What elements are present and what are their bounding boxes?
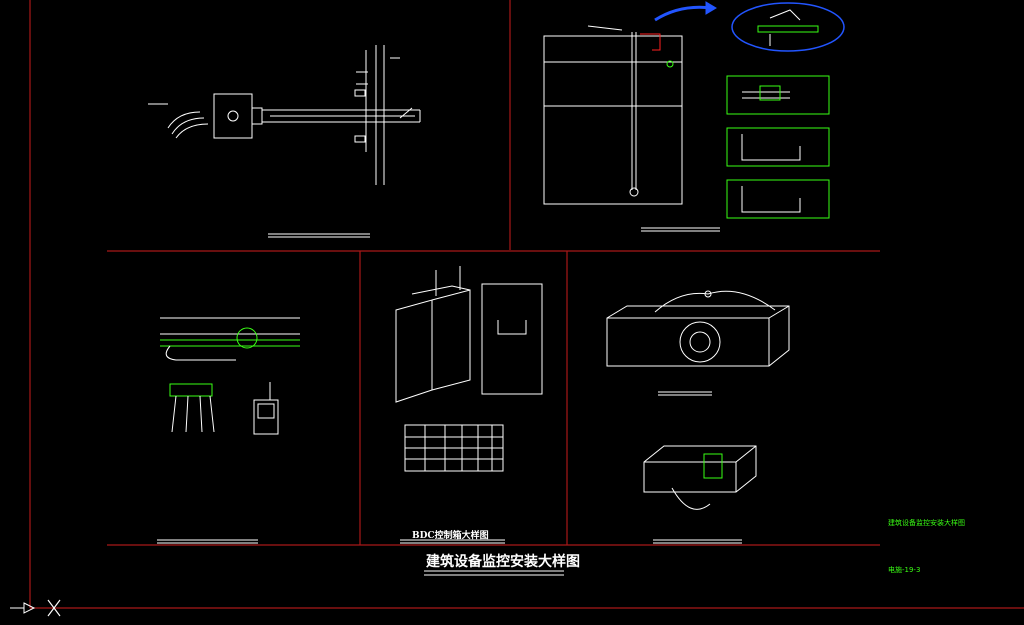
title-block-code: 电施-19-3	[888, 566, 921, 574]
detail-duct-sensor	[157, 317, 300, 544]
detail-duct-fan	[606, 290, 790, 544]
detail-pipe-sensor	[148, 45, 421, 238]
sheet-frame	[29, 0, 1024, 609]
detail-tank-level	[543, 1, 845, 232]
ucs-triangle-icon	[10, 602, 36, 614]
detail-bdc-control-box	[395, 266, 543, 544]
main-title-underline	[424, 570, 564, 576]
axis-x-icon	[47, 599, 61, 617]
bdc-panel-label: BDC控制箱大样图	[412, 531, 489, 541]
title-block-name: 建筑设备监控安装大样图	[888, 519, 965, 527]
main-title: 建筑设备监控安装大样图	[426, 554, 580, 570]
